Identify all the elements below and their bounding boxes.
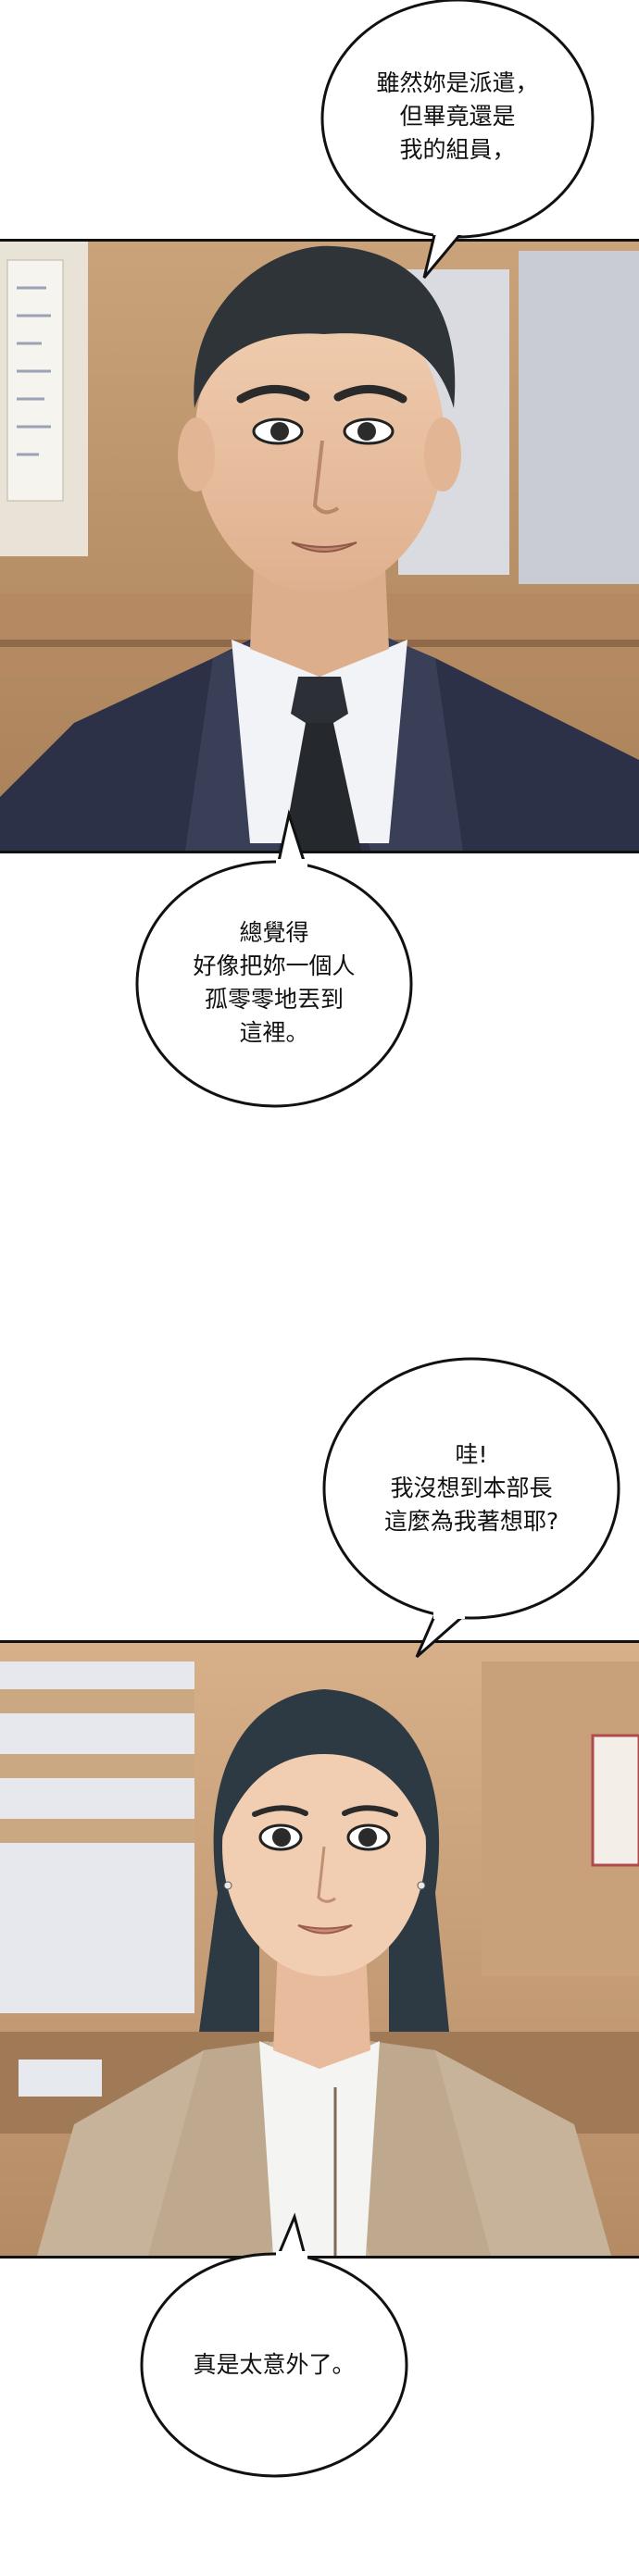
woman-illustration xyxy=(0,1643,639,2256)
bubble-3-text: 哇! 我沒想到本部長 這麼為我著想耶? xyxy=(383,1441,559,1535)
man-illustration xyxy=(0,242,639,851)
bubble-1-text: 雖然妳是派遣， 但畢竟還是 我的組員， xyxy=(376,69,539,163)
panel-man xyxy=(0,239,639,853)
bubble-2-text: 總覺得 好像把妳一個人 孤零零地丟到 這裡。 xyxy=(193,919,356,1046)
bubble-4-text: 真是太意外了。 xyxy=(193,2351,356,2378)
panel-woman xyxy=(0,1640,639,2259)
